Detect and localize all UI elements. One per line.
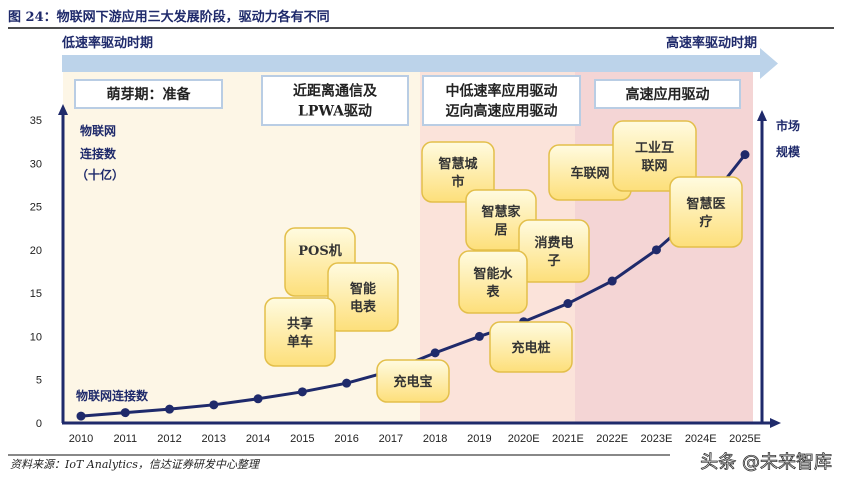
right-axis-label-2: 规模 <box>776 144 801 159</box>
application-label: 市 <box>451 174 464 190</box>
data-point-2021E <box>563 299 573 309</box>
x-tick-label: 2023E <box>641 433 673 445</box>
y-axis-label-2: 连接数 <box>80 146 117 161</box>
x-tick-label: 2019 <box>467 433 491 445</box>
application-label: 充电桩 <box>511 340 550 356</box>
stage-box <box>261 75 409 126</box>
y-tick-label: 35 <box>30 115 42 127</box>
stage-label: 高速应用驱动 <box>626 86 710 103</box>
application-label: 疗 <box>699 214 712 230</box>
data-point-2014 <box>253 394 263 404</box>
application-label: 消费电 <box>534 235 573 251</box>
x-tick-label: 2015 <box>290 433 314 445</box>
stage-box <box>74 79 223 109</box>
application-label: 智慧城 <box>438 156 477 172</box>
y-axis-label-3: （十亿） <box>76 167 124 182</box>
application-label: 联网 <box>641 159 667 174</box>
x-tick-label: 2014 <box>246 433 270 445</box>
y-axis-label-1: 物联网 <box>80 123 116 138</box>
y-axis-arrow <box>58 104 68 115</box>
application-label: 共享 <box>287 316 313 332</box>
data-point-2022E <box>607 276 617 286</box>
y-tick-label: 30 <box>30 158 42 170</box>
y-tick-label: 5 <box>36 375 42 387</box>
low-speed-period-label: 低速率驱动时期 <box>61 35 153 51</box>
application-label: 工业互 <box>635 140 674 156</box>
x-tick-label: 2010 <box>69 433 93 445</box>
x-tick-label: 2022E <box>596 433 628 445</box>
application-label: 车联网 <box>570 166 609 182</box>
y-tick-label: 10 <box>30 331 42 343</box>
application-label: 智能水 <box>473 266 513 282</box>
figure-title: 图 24：物联网下游应用三大发展阶段，驱动力各有不同 <box>8 9 330 25</box>
application-label: POS机 <box>298 243 342 259</box>
data-point-2013 <box>209 400 219 410</box>
y-tick-label: 25 <box>30 202 42 214</box>
data-point-2012 <box>165 404 175 414</box>
data-point-2010 <box>76 411 86 421</box>
application-box: 充电桩 <box>489 321 573 373</box>
data-point-2018 <box>430 348 440 358</box>
x-tick-label: 2012 <box>157 433 181 445</box>
application-box: 充电宝 <box>376 359 450 403</box>
data-point-2019 <box>474 331 484 341</box>
application-label: 充电宝 <box>393 374 432 390</box>
x-tick-label: 2018 <box>423 433 447 445</box>
application-label: 智慧家 <box>481 204 521 220</box>
stage-label: 迈向高速应用驱动 <box>446 103 558 120</box>
series-label: 物联网连接数 <box>76 388 149 403</box>
x-tick-label: 2013 <box>202 433 226 445</box>
application-label: 子 <box>547 254 560 269</box>
application-label: 智慧医 <box>686 196 725 212</box>
y-tick-label: 20 <box>30 245 42 257</box>
data-point-2015 <box>297 387 307 397</box>
application-label: 智能 <box>350 281 376 297</box>
stage-box <box>594 79 741 109</box>
y-tick-label: 0 <box>36 418 42 430</box>
data-point-2011 <box>120 408 130 418</box>
stage-label: LPWA驱动 <box>298 103 372 120</box>
period-arrow-band <box>62 48 778 79</box>
x-tick-label: 2020E <box>508 433 540 445</box>
x-tick-label: 2017 <box>379 433 403 445</box>
stage-label: 萌芽期：准备 <box>107 86 192 103</box>
data-point-2016 <box>342 378 352 388</box>
source-note: 资料来源：IoT Analytics，信达证券研发中心整理 <box>10 458 261 471</box>
stage-box <box>422 75 581 126</box>
high-speed-period-label: 高速率驱动时期 <box>666 35 757 51</box>
watermark: 头条 @未来智库 <box>700 452 832 473</box>
stage-label: 中低速率应用驱动 <box>446 83 558 100</box>
x-tick-label: 2016 <box>334 433 358 445</box>
x-axis-arrow <box>770 418 781 428</box>
application-label: 电表 <box>350 299 377 315</box>
data-point-2023E <box>651 245 661 255</box>
application-label: 表 <box>485 284 500 300</box>
x-tick-label: 2024E <box>685 433 717 445</box>
x-tick-label: 2011 <box>113 433 137 445</box>
x-tick-label: 2021E <box>552 433 584 445</box>
y-tick-label: 15 <box>30 288 42 300</box>
application-label: 居 <box>494 223 507 238</box>
right-axis-arrow <box>757 110 767 121</box>
data-point-2025E <box>740 150 750 160</box>
x-tick-label: 2025E <box>729 433 761 445</box>
right-axis-label-1: 市场 <box>776 118 800 133</box>
stage-label: 近距离通信及 <box>293 83 378 100</box>
stage1-background <box>63 72 420 423</box>
application-label: 单车 <box>287 334 313 350</box>
